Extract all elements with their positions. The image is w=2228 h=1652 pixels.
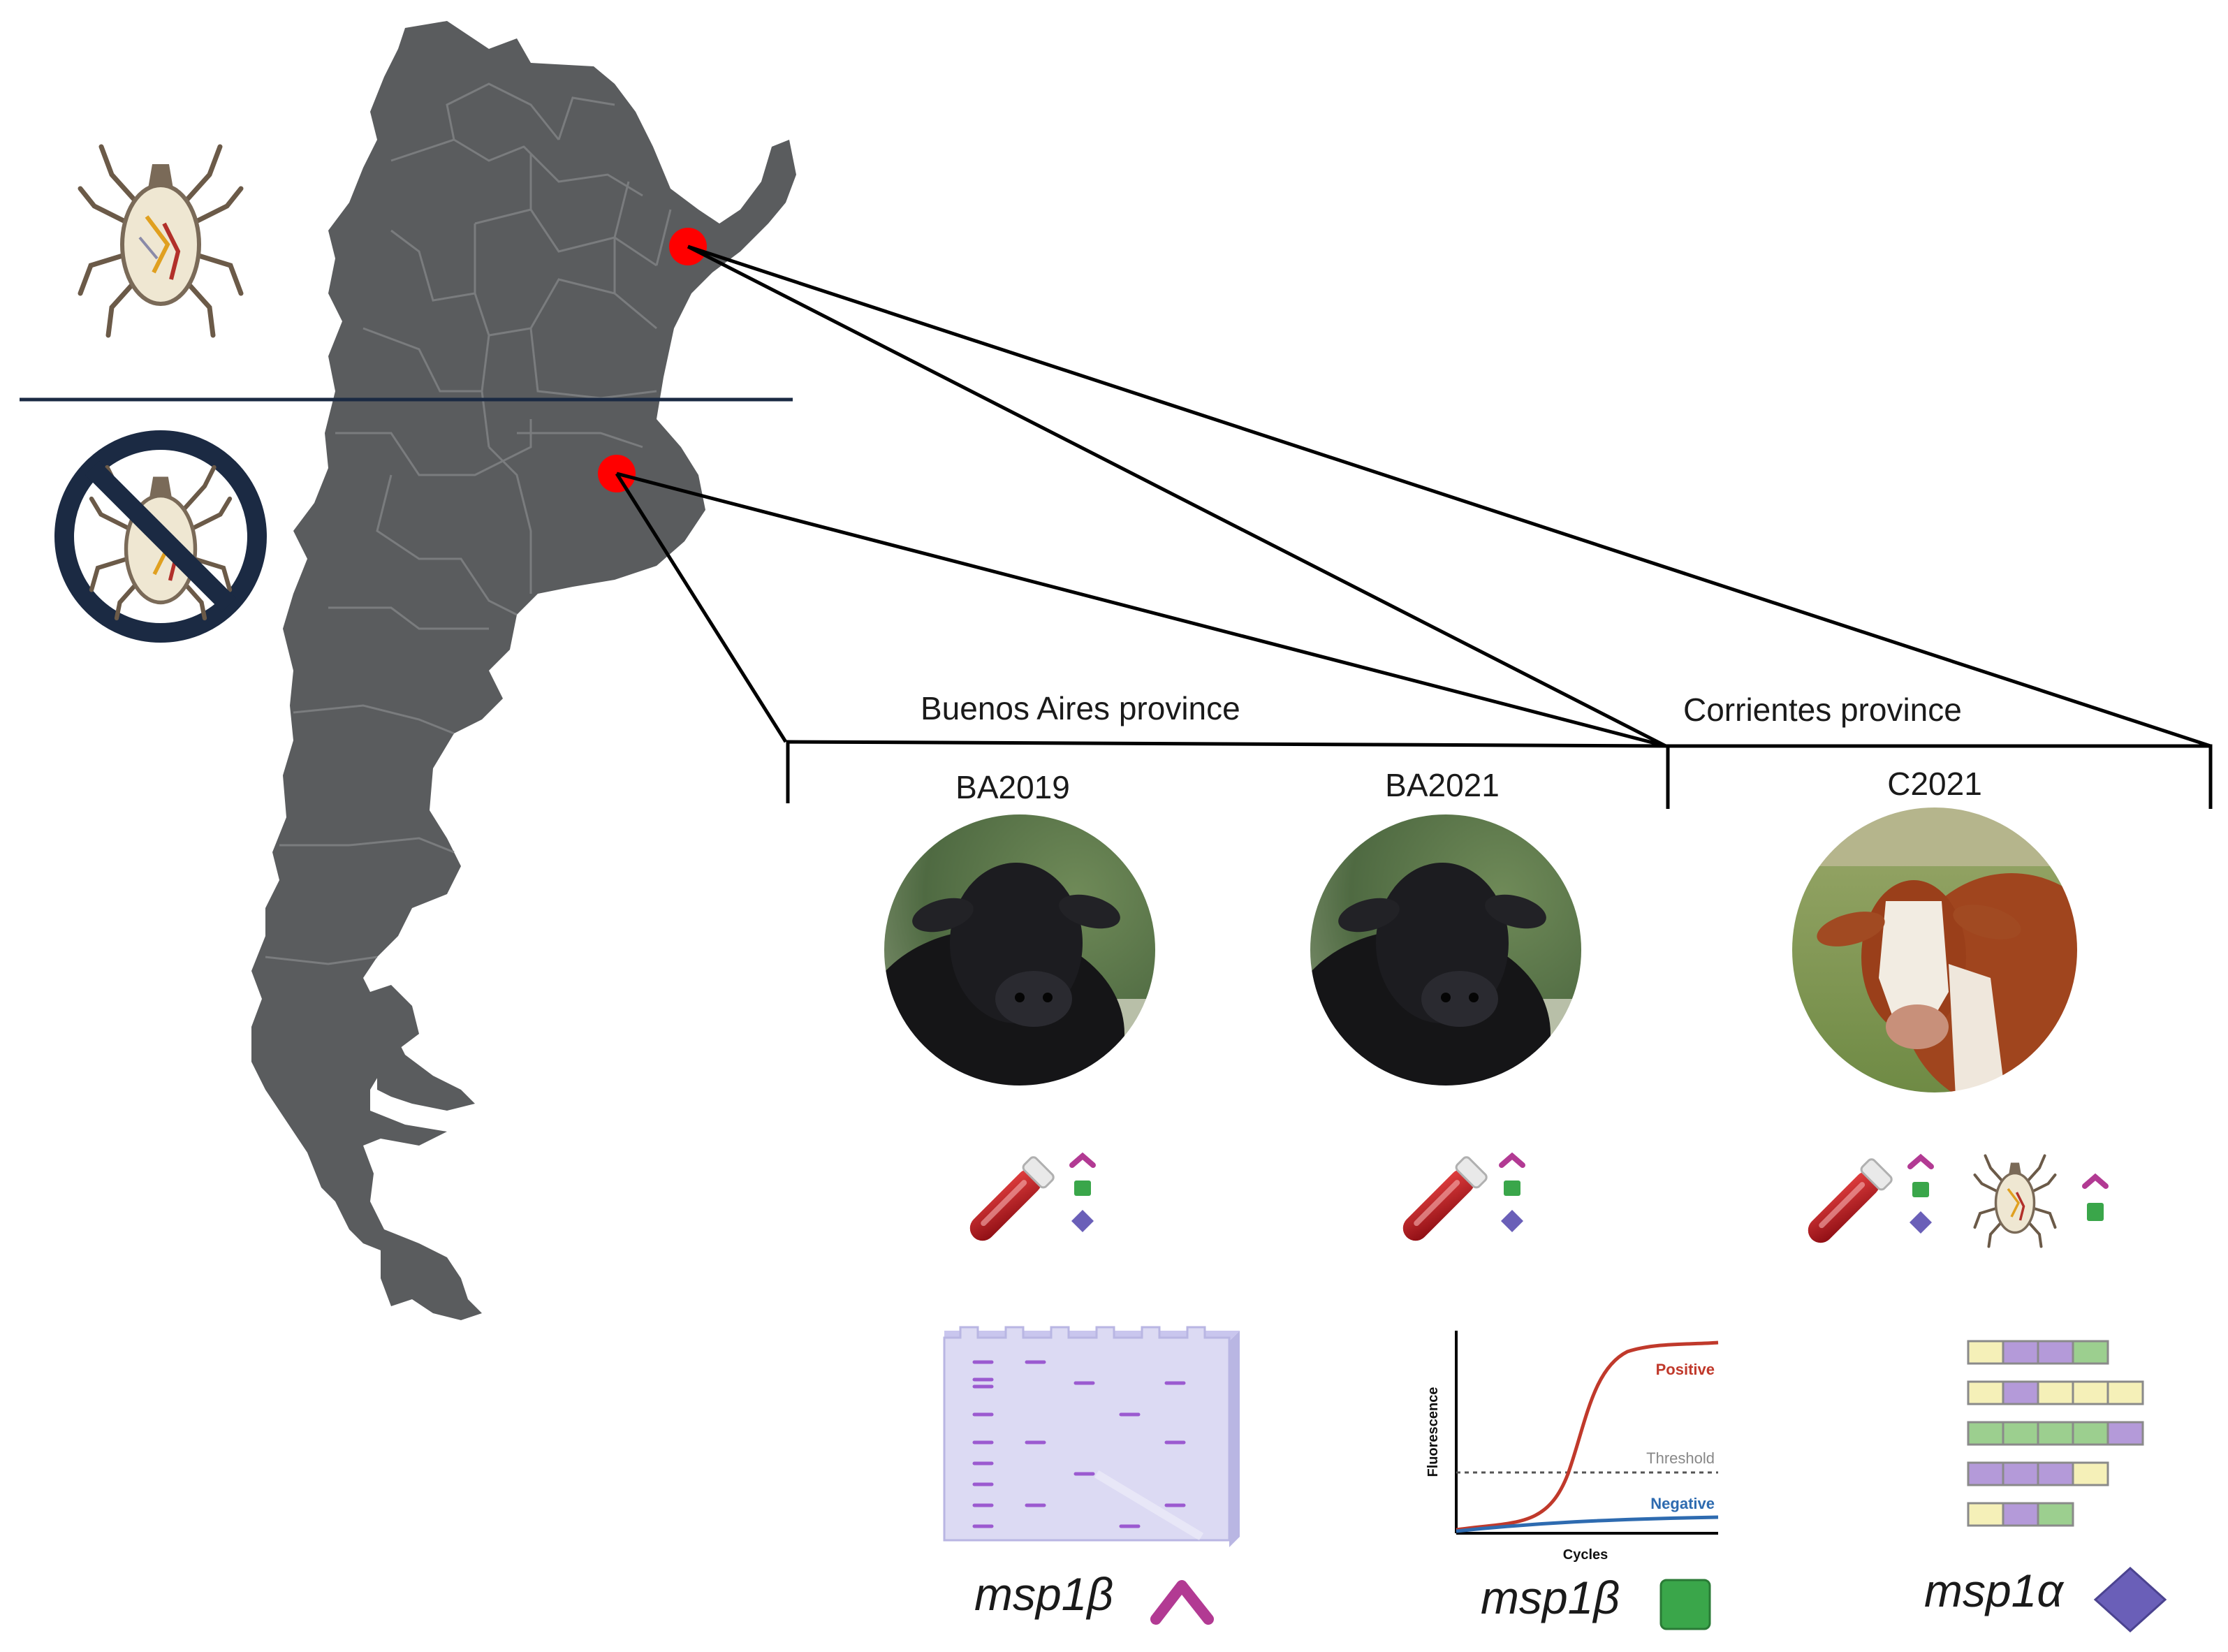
blood-tube-icon	[1808, 1158, 1893, 1243]
photo-c2021	[1791, 807, 2078, 1093]
group-label-ba2021: BA2021	[1385, 767, 1500, 803]
photo-ba2019-frame	[883, 813, 1157, 1087]
tick-present-icon	[78, 144, 244, 338]
group-brackets	[786, 740, 2213, 809]
square-icon	[1659, 1579, 1711, 1630]
argentina-map-shape	[251, 21, 796, 1320]
corrientes-bracket	[1668, 744, 2213, 809]
photo-ba2019	[884, 814, 1156, 1086]
corrientes-label: Corrientes province	[1683, 692, 1962, 728]
qpcr-positive-label: Positive	[1656, 1361, 1715, 1378]
square-icon	[1074, 1180, 1091, 1196]
group-label-c2021: C2021	[1887, 766, 1982, 802]
photo-ba2021-frame	[1309, 813, 1583, 1087]
diamond-icon	[2093, 1566, 2167, 1633]
qpcr-plot-icon: Positive Threshold Negative Cycles Fluor…	[1426, 1331, 1719, 1563]
blood-tube-icon	[969, 1156, 1055, 1241]
square-icon	[1504, 1180, 1520, 1196]
chevron-icon	[1069, 1152, 1096, 1168]
diamond-icon	[1501, 1210, 1523, 1232]
tick-absent-icon	[54, 430, 267, 643]
method-label-repeats: msp1α	[1924, 1565, 2065, 1616]
qpcr-positive-curve	[1456, 1340, 1719, 1532]
chevron-icon	[1499, 1152, 1525, 1168]
chevron-icon	[1150, 1580, 1214, 1625]
photo-c2021-frame	[1791, 806, 2079, 1094]
tierra-del-fuego-shape	[377, 1027, 475, 1111]
province-borders	[265, 82, 672, 965]
buenos-aires-bracket	[786, 740, 1670, 809]
method-label-qpcr: msp1β	[1481, 1572, 1620, 1623]
diamond-icon	[1071, 1210, 1094, 1232]
tick-sample-icon	[1973, 1154, 2057, 1248]
msp1a-repeats-icon	[1967, 1340, 2144, 1527]
square-icon	[1912, 1182, 1929, 1197]
argentina-map	[251, 21, 796, 1320]
group-label-ba2019: BA2019	[955, 769, 1070, 805]
chevron-icon	[1907, 1153, 1934, 1169]
qpcr-negative-label: Negative	[1650, 1495, 1715, 1512]
connector-lines	[615, 244, 2211, 748]
method-label-gel: msp1β	[974, 1568, 1113, 1620]
qpcr-x-axis-label: Cycles	[1563, 1547, 1608, 1563]
chevron-icon	[2082, 1173, 2109, 1189]
gel-electrophoresis-icon	[943, 1326, 1240, 1547]
photo-ba2021	[1310, 814, 1582, 1086]
qpcr-negative-curve	[1456, 1515, 1719, 1533]
qpcr-threshold-label: Threshold	[1646, 1449, 1715, 1467]
diamond-icon	[1910, 1211, 1932, 1234]
buenos-aires-label: Buenos Aires province	[921, 690, 1240, 726]
square-icon	[2087, 1203, 2104, 1221]
qpcr-y-axis-label: Fluorescence	[1426, 1387, 1441, 1477]
blood-tube-icon	[1402, 1156, 1488, 1241]
